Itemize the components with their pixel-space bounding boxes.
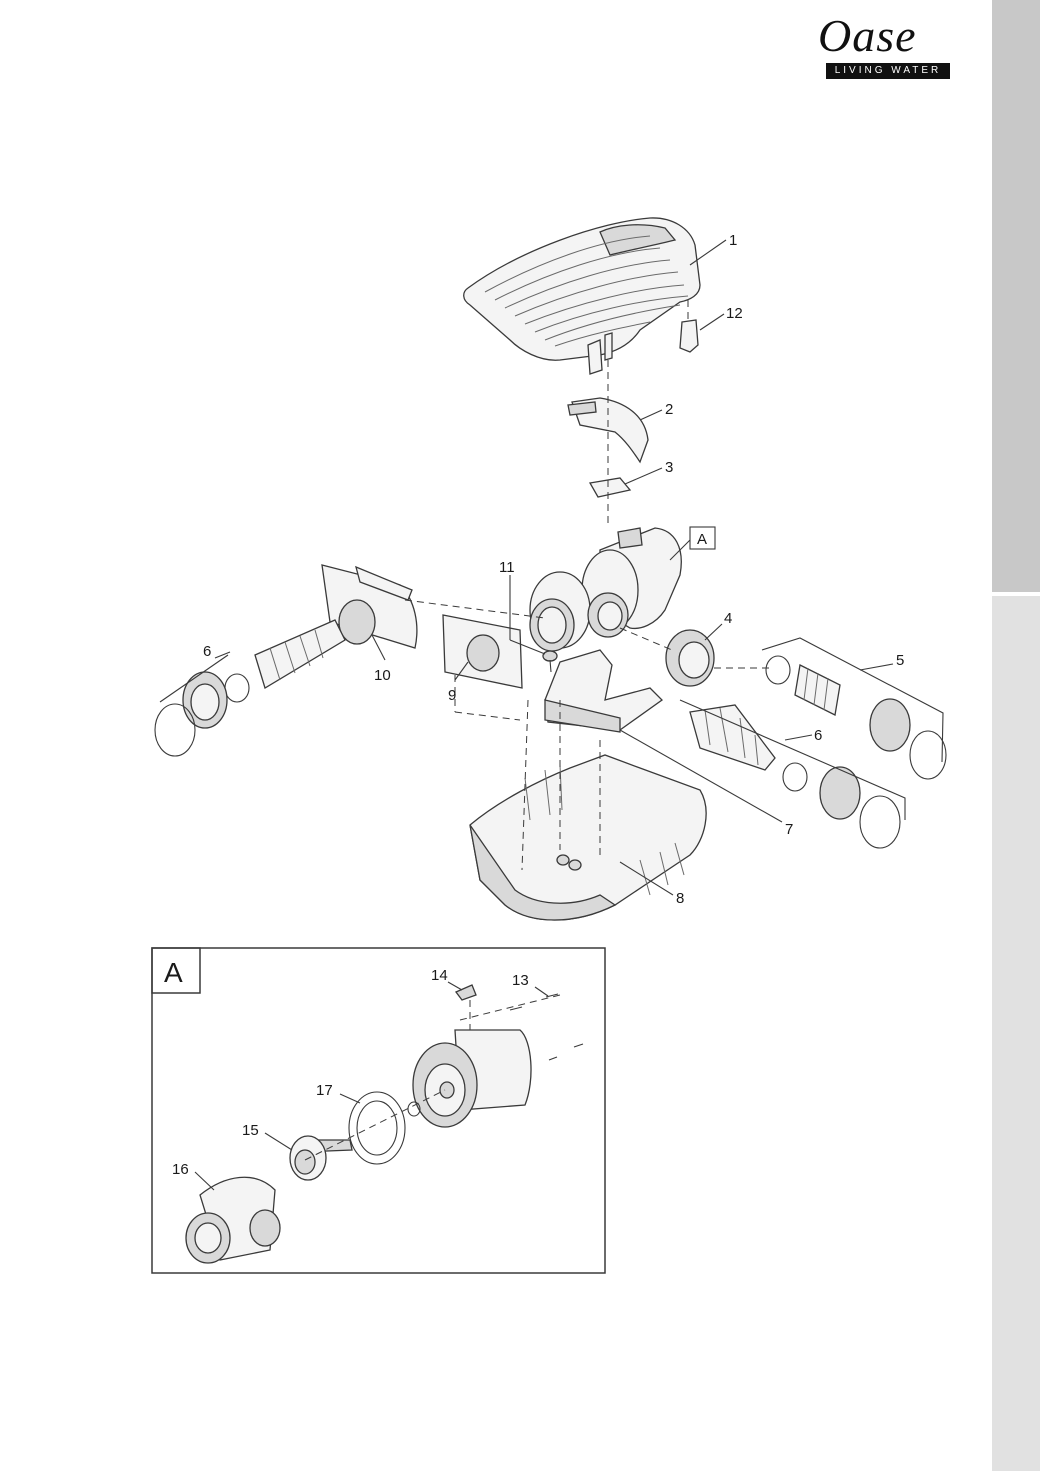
callout-17: 17 — [316, 1082, 333, 1099]
right-set6-bracket — [679, 699, 906, 820]
logo-tagline: LIVING WATER — [826, 63, 950, 79]
part-10-filter-cover — [321, 564, 418, 649]
logo-wordmark: Oase — [818, 10, 917, 61]
pump-assembly-a — [529, 527, 682, 652]
right-set5-bracket — [761, 637, 944, 763]
callout-13: 13 — [512, 972, 529, 989]
side-tab-lower — [992, 596, 1040, 1471]
side-tab — [992, 0, 1040, 1471]
callout-2: 2 — [665, 401, 673, 418]
callout-12: 12 — [726, 305, 743, 322]
callout-1: 1 — [729, 232, 737, 249]
callout-6-right: 6 — [814, 727, 822, 744]
callout-7: 7 — [785, 821, 793, 838]
callout-16: 16 — [172, 1161, 189, 1178]
right-hose-set-5 — [765, 655, 947, 780]
callout-15: 15 — [242, 1122, 259, 1139]
callout-6-left: 6 — [203, 643, 211, 660]
callout-9: 9 — [448, 687, 456, 704]
inset-a-label: A — [164, 957, 183, 988]
inset-a: A 14 13 17 — [151, 947, 606, 1274]
part-4-union-nut — [665, 629, 715, 687]
part-12-clip — [679, 319, 699, 353]
side-tab-upper — [992, 0, 1040, 592]
part-7-mount — [544, 649, 664, 733]
callout-a-box — [689, 526, 716, 550]
callout-14: 14 — [431, 967, 448, 984]
callout-5: 5 — [896, 652, 904, 669]
left-set-bracket — [159, 654, 229, 703]
callout-8: 8 — [676, 890, 684, 907]
part-8-housing-base — [469, 754, 707, 921]
callout-4: 4 — [724, 610, 732, 627]
part-2-bracket — [567, 397, 649, 464]
callout-a: A — [697, 531, 707, 548]
callout-11: 11 — [499, 559, 515, 576]
part-11-screw — [542, 650, 558, 673]
callout-10: 10 — [374, 667, 391, 684]
oase-logo: Oase LIVING WATER — [818, 10, 954, 82]
part-1-top-cover — [463, 217, 701, 375]
right-hose-set-6 — [689, 704, 901, 849]
part-3-small-cover — [588, 477, 632, 498]
left-hose-set — [154, 619, 346, 757]
callout-3: 3 — [665, 459, 673, 476]
